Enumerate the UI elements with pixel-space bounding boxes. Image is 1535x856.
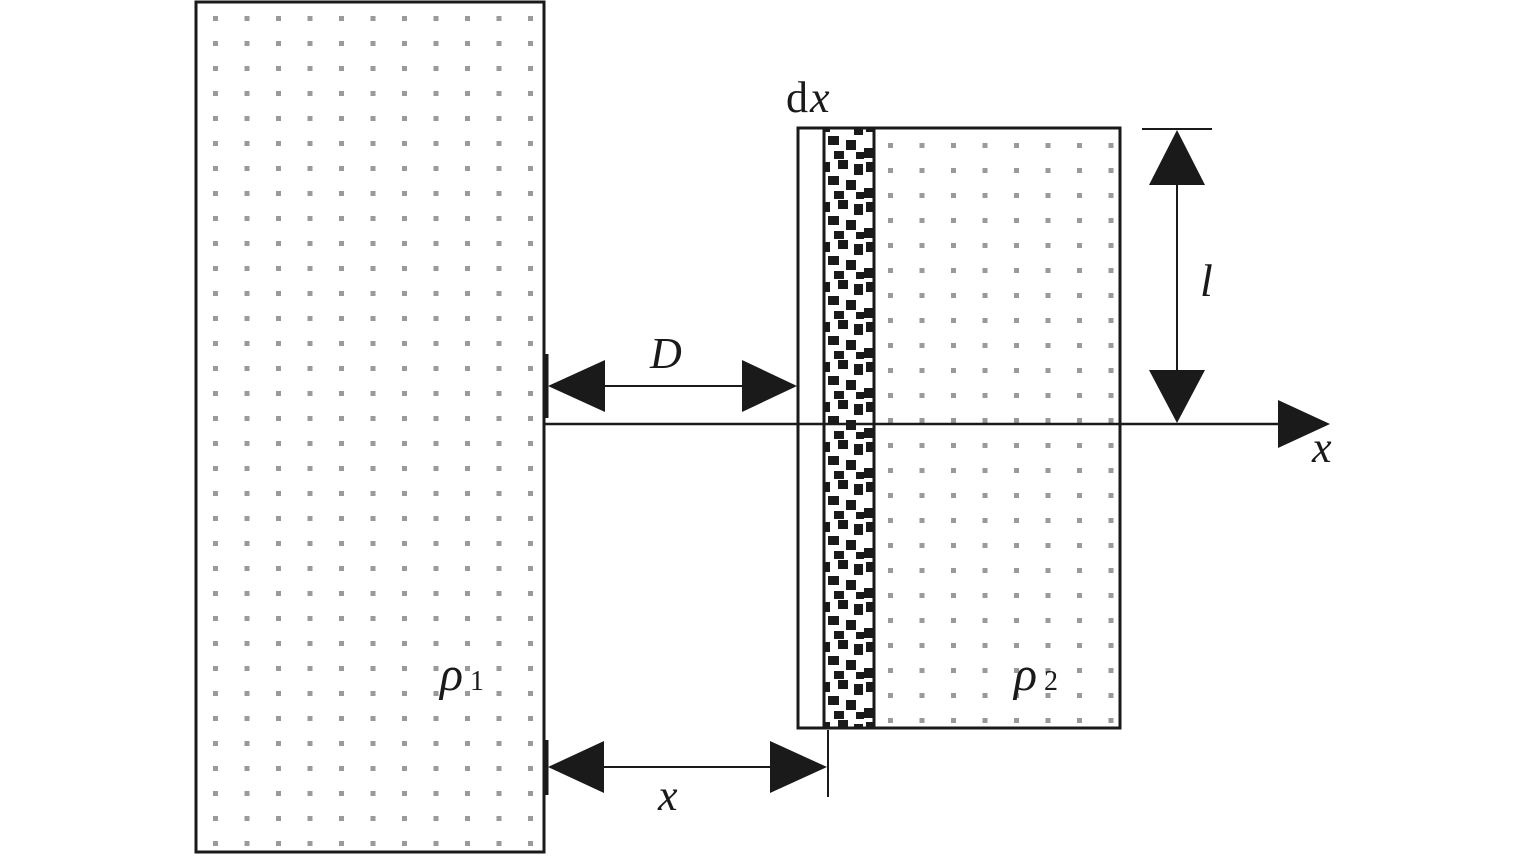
label-dx: d x	[786, 73, 830, 122]
label-rho1-subscript: 1	[470, 666, 484, 697]
label-rho1-symbol: ρ	[438, 648, 463, 701]
label-x-distance: x	[657, 771, 678, 820]
label-dx-x: x	[809, 73, 830, 122]
label-dx-d: d	[786, 73, 808, 122]
dimension-x-arrow	[545, 730, 829, 797]
left-block-rho1	[194, 0, 546, 854]
label-rho2-symbol: ρ	[1012, 648, 1037, 701]
label-rho1: ρ 1	[438, 648, 484, 701]
label-D: D	[649, 329, 682, 378]
dx-strip	[824, 128, 874, 728]
dimension-l-arrow	[1142, 128, 1212, 425]
dimension-D-arrow	[545, 354, 797, 418]
right-block-rho2	[796, 126, 1122, 730]
label-x-axis: x	[1311, 423, 1332, 472]
label-l: l	[1200, 255, 1213, 306]
label-rho2: ρ 2	[1012, 648, 1058, 701]
label-rho2-subscript: 2	[1044, 666, 1058, 697]
